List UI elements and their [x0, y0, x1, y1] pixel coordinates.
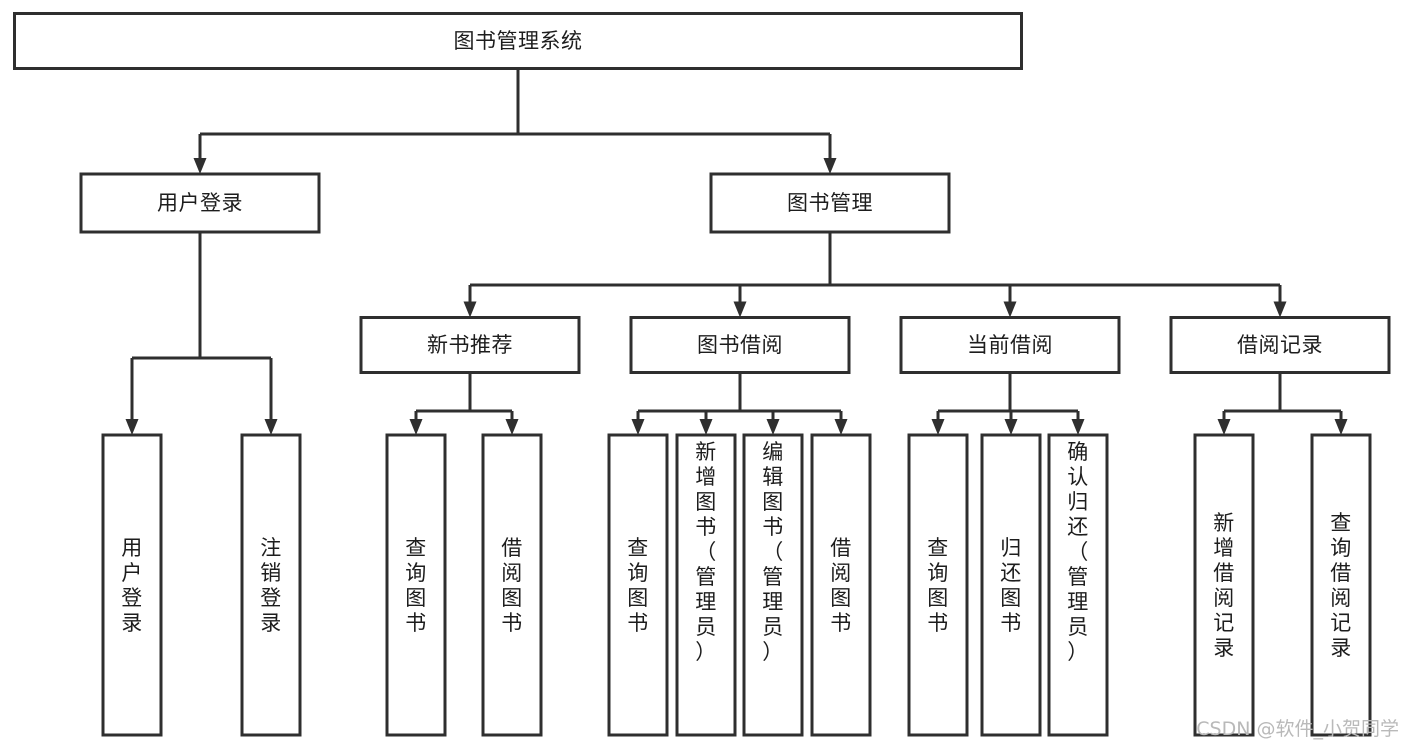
arrowhead-icon	[463, 301, 477, 318]
arrowhead-icon	[733, 301, 747, 318]
node-box	[742, 433, 804, 737]
node-label: 借阅图书	[830, 536, 852, 635]
node-label: 当前借阅	[967, 333, 1053, 357]
arrowhead-icon	[823, 158, 837, 174]
node-box	[240, 433, 302, 737]
diagram-node[interactable]: 确认归还（管理员）	[1047, 433, 1109, 737]
node-label: 归还图书	[1000, 536, 1022, 635]
node-label: 图书借阅	[697, 333, 783, 357]
diagram-node[interactable]: 查询图书	[385, 433, 447, 737]
node-label: 新增图书（管理员）	[695, 440, 717, 664]
diagram-node[interactable]: 图书管理	[709, 172, 951, 234]
node-label: 注销登录	[260, 536, 282, 635]
node-label: 新书推荐	[427, 333, 513, 357]
node-label: 查询图书	[627, 536, 649, 635]
arrowhead-icon	[193, 158, 207, 174]
node-layer: 图书管理系统用户登录图书管理新书推荐图书借阅当前借阅借阅记录用户登录注销登录查询…	[13, 12, 1391, 737]
node-box	[101, 433, 163, 737]
diagram-node[interactable]: 新书推荐	[359, 316, 581, 374]
arrowhead-icon	[409, 419, 423, 435]
arrowhead-icon	[631, 419, 645, 435]
diagram-node[interactable]: 注销登录	[240, 433, 302, 737]
diagram-node[interactable]: 查询图书	[607, 433, 669, 737]
node-box	[385, 433, 447, 737]
node-label: 用户登录	[157, 191, 243, 215]
node-box	[481, 433, 543, 737]
arrowhead-icon	[1217, 419, 1231, 435]
node-box	[810, 433, 872, 737]
node-box	[359, 316, 581, 374]
diagram-node[interactable]: 归还图书	[980, 433, 1042, 737]
diagram-node[interactable]: 借阅图书	[481, 433, 543, 737]
node-box	[709, 172, 951, 234]
node-box	[1047, 433, 1109, 737]
node-label: 查询图书	[927, 536, 949, 635]
node-label: 编辑图书（管理员）	[762, 440, 784, 664]
node-box	[629, 316, 851, 374]
arrowhead-icon	[264, 419, 278, 435]
node-label: 查询借阅记录	[1330, 511, 1352, 660]
arrowhead-icon	[1334, 419, 1348, 435]
diagram-node[interactable]: 编辑图书（管理员）	[742, 433, 804, 737]
node-box	[79, 172, 321, 234]
arrowhead-icon	[1004, 419, 1018, 435]
node-box	[675, 433, 737, 737]
diagram-node[interactable]: 新增借阅记录	[1193, 433, 1255, 737]
node-label: 查询图书	[405, 536, 427, 635]
node-label: 图书管理系统	[454, 29, 583, 53]
node-box	[907, 433, 969, 737]
arrowhead-icon	[505, 419, 519, 435]
arrowhead-icon	[699, 419, 713, 435]
node-box	[1310, 433, 1372, 737]
diagram-node[interactable]: 用户登录	[101, 433, 163, 737]
node-box	[899, 316, 1121, 374]
arrowhead-icon	[1273, 301, 1287, 318]
diagram-node[interactable]: 查询借阅记录	[1310, 433, 1372, 737]
arrowhead-icon	[931, 419, 945, 435]
node-label: 借阅记录	[1237, 333, 1323, 357]
diagram-node[interactable]: 当前借阅	[899, 316, 1121, 374]
diagram-node[interactable]: 图书借阅	[629, 316, 851, 374]
node-label: 新增借阅记录	[1213, 511, 1235, 660]
node-box	[607, 433, 669, 737]
node-label: 用户登录	[121, 536, 143, 635]
node-label: 借阅图书	[501, 536, 523, 635]
arrowhead-icon	[766, 419, 780, 435]
arrowhead-icon	[1003, 301, 1017, 318]
node-label: 确认归还（管理员）	[1067, 440, 1089, 664]
diagram-node[interactable]: 用户登录	[79, 172, 321, 234]
arrowhead-icon	[1071, 419, 1085, 435]
edge-layer	[125, 68, 1348, 435]
node-label: 图书管理	[787, 191, 873, 215]
diagram-node[interactable]: 借阅图书	[810, 433, 872, 737]
node-box	[980, 433, 1042, 737]
diagram-node[interactable]: 图书管理系统	[13, 12, 1023, 70]
node-box	[1193, 433, 1255, 737]
diagram-node[interactable]: 借阅记录	[1169, 316, 1391, 374]
node-box	[1169, 316, 1391, 374]
diagram-node[interactable]: 新增图书（管理员）	[675, 433, 737, 737]
arrowhead-icon	[834, 419, 848, 435]
arrowhead-icon	[125, 419, 139, 435]
node-box	[13, 12, 1023, 70]
diagram-node[interactable]: 查询图书	[907, 433, 969, 737]
